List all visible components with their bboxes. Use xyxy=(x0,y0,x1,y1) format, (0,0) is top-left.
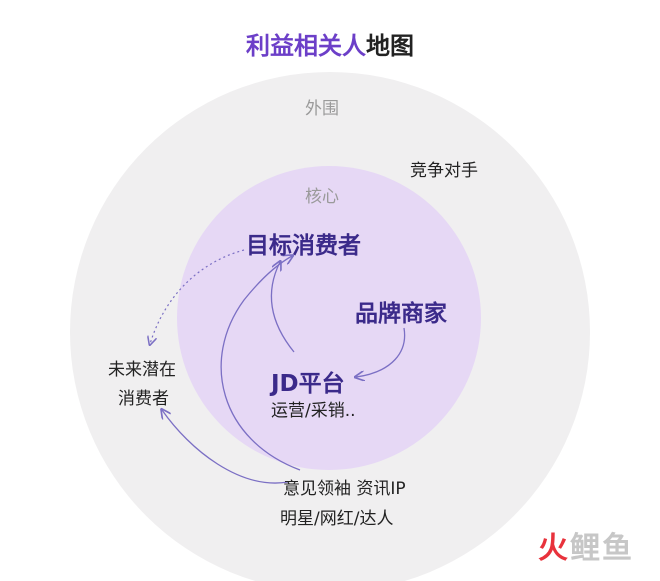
watermark-part2: 鲤鱼 xyxy=(570,531,634,566)
node-kol-line1: 意见领袖 资讯IP xyxy=(283,479,406,499)
node-competitor: 竞争对手 xyxy=(410,161,478,181)
watermark-part1: 火 xyxy=(538,531,570,566)
arrow-target-to-future xyxy=(150,249,245,344)
zone-outer-label: 外围 xyxy=(305,99,339,119)
node-jd-platform: JD平台 xyxy=(271,371,345,397)
inner-circle xyxy=(177,166,481,470)
title-rest: 地图 xyxy=(366,32,414,60)
arrow-brand-to-jd xyxy=(356,327,406,377)
watermark-logo: 火鲤鱼 xyxy=(538,523,634,567)
arrow-kol-to-target xyxy=(220,256,301,471)
node-future-consumer-line1: 未来潜在 xyxy=(108,360,176,380)
node-jd-sub: 运营/采销.. xyxy=(271,401,356,421)
node-brand-merchant: 品牌商家 xyxy=(355,301,447,327)
node-future-consumer-line2: 消费者 xyxy=(118,389,169,409)
node-target-consumer: 目标消费者 xyxy=(246,233,361,259)
arrow-jd-to-target xyxy=(270,262,295,353)
arrow-kol-to-future xyxy=(162,410,289,484)
zone-core-label: 核心 xyxy=(305,187,339,207)
node-kol-line2: 明星/网红/达人 xyxy=(280,509,394,529)
title-highlight: 利益相关人 xyxy=(246,32,366,60)
page-title: 利益相关人地图 xyxy=(0,26,660,61)
